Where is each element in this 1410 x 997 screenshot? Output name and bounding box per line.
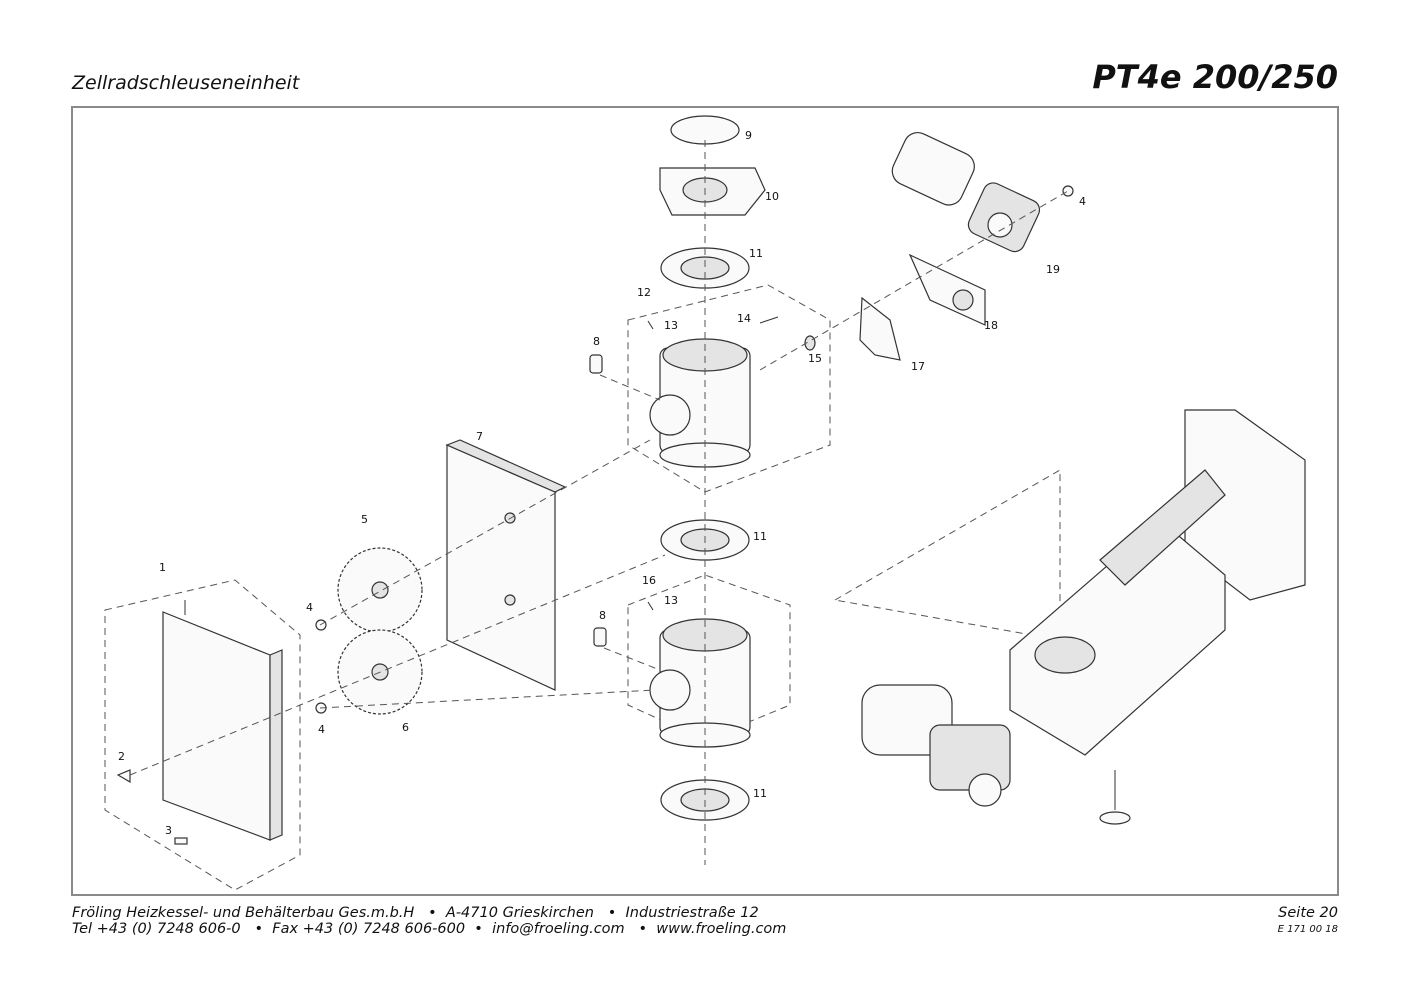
label-5: 5 bbox=[361, 513, 368, 526]
page-number: Seite 20 bbox=[1278, 905, 1338, 921]
part-labels: 1 2 3 4 4 4 5 6 7 8 8 9 10 11 11 11 12 1… bbox=[118, 129, 1086, 837]
washer-4c bbox=[1062, 185, 1074, 197]
lower-rotary-valve bbox=[627, 574, 791, 748]
drawing-frame bbox=[71, 106, 1339, 896]
fitting-8-upper bbox=[589, 354, 603, 374]
label-1: 1 bbox=[159, 561, 166, 574]
mounting-plate bbox=[445, 439, 567, 691]
label-7: 7 bbox=[476, 430, 483, 443]
footer-contact: Tel +43 (0) 7248 606-0 • Fax +43 (0) 724… bbox=[72, 921, 787, 937]
label-19: 19 bbox=[1046, 263, 1060, 276]
label-17: 17 bbox=[911, 360, 925, 373]
gear-5 bbox=[337, 547, 423, 633]
label-11-middle: 11 bbox=[753, 530, 767, 543]
label-2: 2 bbox=[118, 750, 125, 763]
shaft-14 bbox=[759, 316, 779, 324]
label-14: 14 bbox=[737, 312, 751, 325]
label-4b: 4 bbox=[318, 723, 325, 736]
section-title: Zellradschleuseneinheit bbox=[72, 72, 300, 94]
key-13-upper bbox=[647, 320, 654, 330]
label-13-lower: 13 bbox=[664, 594, 678, 607]
label-4c: 4 bbox=[1079, 195, 1086, 208]
upper-rotary-valve bbox=[627, 115, 831, 493]
label-15: 15 bbox=[808, 352, 822, 365]
label-8b: 8 bbox=[599, 609, 606, 622]
label-11-top: 11 bbox=[749, 247, 763, 260]
label-12: 12 bbox=[637, 286, 651, 299]
label-10: 10 bbox=[765, 190, 779, 203]
document-number: E 171 00 18 bbox=[1277, 924, 1338, 935]
label-3: 3 bbox=[165, 824, 172, 837]
fitting-8-lower bbox=[593, 627, 607, 647]
label-4a: 4 bbox=[306, 601, 313, 614]
label-16: 16 bbox=[642, 574, 656, 587]
label-11-bottom: 11 bbox=[753, 787, 767, 800]
bearing-plate-18 bbox=[908, 253, 986, 326]
label-9: 9 bbox=[745, 129, 752, 142]
model-title: PT4e 200/250 bbox=[1092, 58, 1338, 96]
assembly-lines bbox=[129, 140, 1069, 865]
gear-motor-19 bbox=[891, 132, 1041, 253]
label-6: 6 bbox=[402, 721, 409, 734]
cover-housing bbox=[104, 579, 301, 891]
screw-3 bbox=[174, 837, 188, 845]
label-8a: 8 bbox=[593, 335, 600, 348]
key-13-lower bbox=[647, 601, 654, 611]
footer-company: Fröling Heizkessel- und Behälterbau Ges.… bbox=[72, 905, 759, 921]
label-13-upper: 13 bbox=[664, 319, 678, 332]
pointer-2 bbox=[116, 769, 131, 784]
conveyor-assembly bbox=[833, 409, 1306, 825]
bracket-17 bbox=[859, 296, 901, 361]
label-18: 18 bbox=[984, 319, 998, 332]
